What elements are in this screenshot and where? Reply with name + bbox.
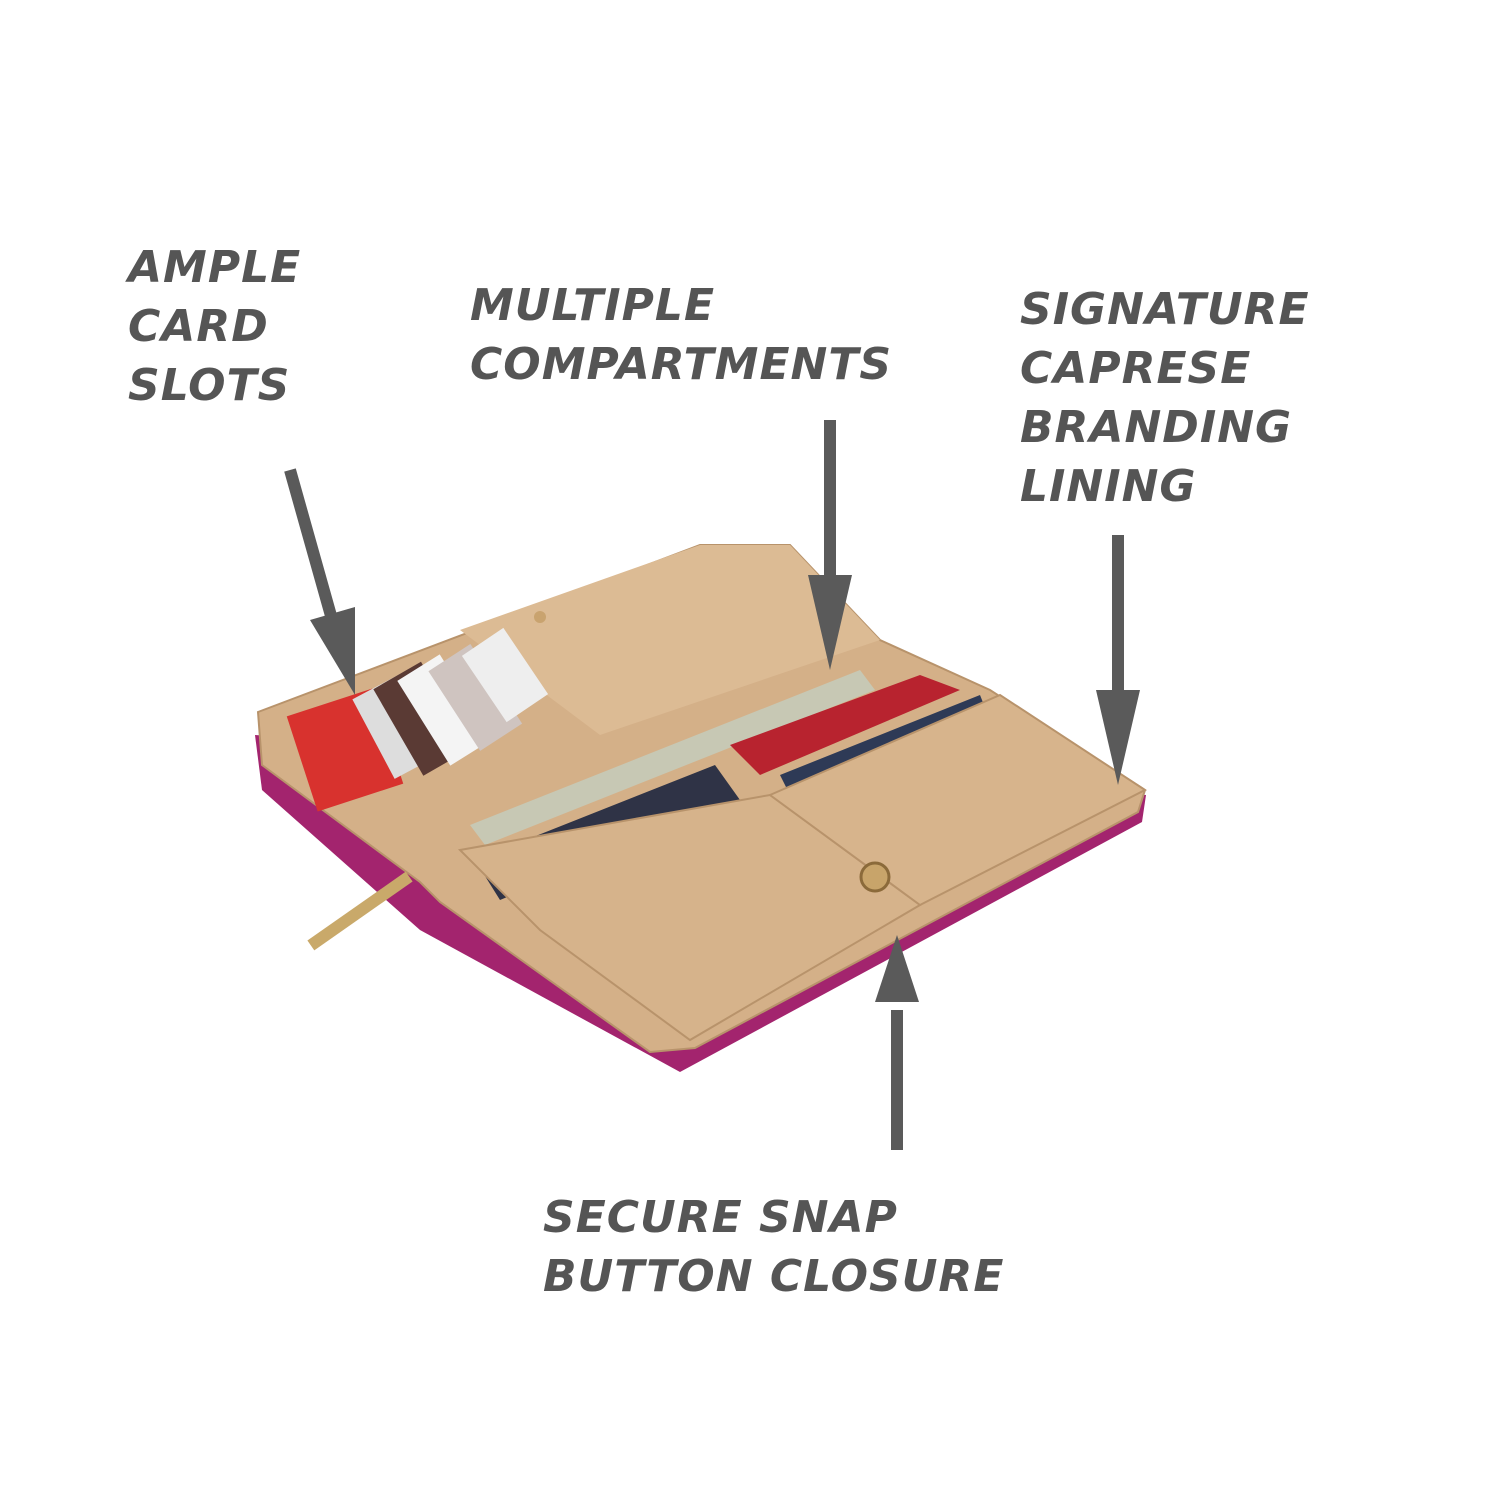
label-signature-lining: SIGNATURE CAPRESE BRANDING LINING <box>1020 280 1310 516</box>
arrow-closure-icon <box>875 935 919 1150</box>
snap-button[interactable] <box>859 861 891 893</box>
banknote <box>470 670 875 845</box>
label-line: BUTTON CLOSURE <box>543 1251 1005 1302</box>
label-secure-snap: SECURE SNAP BUTTON CLOSURE <box>543 1188 1004 1306</box>
card-red <box>730 675 960 775</box>
label-line: BRANDING <box>1020 402 1293 453</box>
label-line: SLOTS <box>128 360 291 411</box>
zipper-pull[interactable] <box>307 871 413 951</box>
label-line: COMPARTMENTS <box>470 339 893 390</box>
label-line: LINING <box>1020 461 1197 512</box>
card <box>397 654 493 766</box>
arrow-compartments-icon <box>808 420 852 670</box>
label-line: SIGNATURE <box>1020 284 1310 335</box>
front-pocket-left <box>457 793 922 1042</box>
label-line: CARD <box>128 301 269 352</box>
card <box>428 643 523 751</box>
wallet <box>255 544 1147 1072</box>
label-line: CAPRESE <box>1020 343 1252 394</box>
label-line: MULTIPLE <box>470 280 715 331</box>
arrows <box>284 420 1140 1150</box>
top-flap <box>460 545 880 735</box>
arrow-lining-icon <box>1096 535 1140 785</box>
card <box>461 627 549 723</box>
label-ample-card-slots: AMPLE CARD SLOTS <box>128 238 301 415</box>
top-stud <box>534 611 546 623</box>
label-line: AMPLE <box>128 242 302 293</box>
arrow-card-slots-icon <box>284 468 355 695</box>
label-line: SECURE SNAP <box>543 1192 898 1243</box>
label-multiple-compartments: MULTIPLE COMPARTMENTS <box>470 276 892 394</box>
